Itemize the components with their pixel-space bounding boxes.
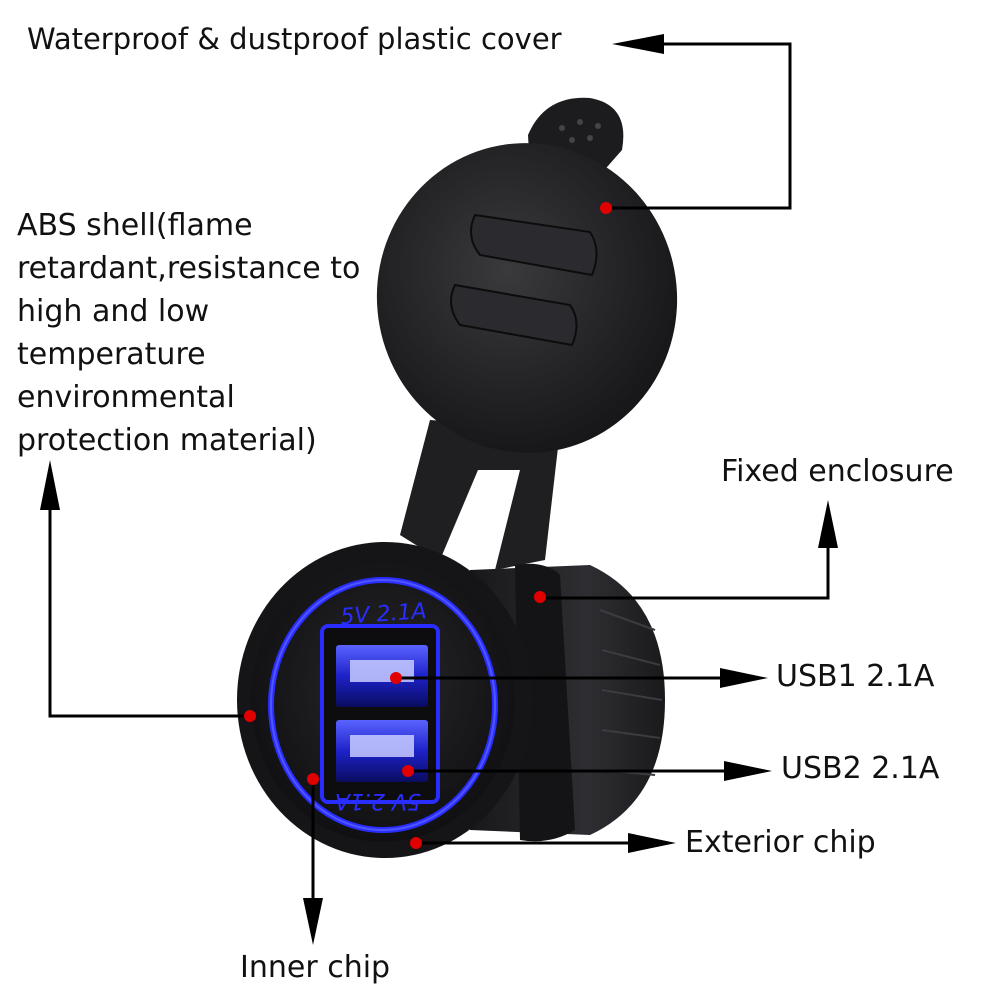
cover-strap: [400, 420, 560, 570]
marker-usb1: [390, 672, 402, 684]
label-waterproof-cover: Waterproof & dustproof plastic cover: [27, 22, 562, 56]
arrow-exterior: [628, 833, 676, 853]
label-exterior-chip: Exterior chip: [685, 825, 876, 860]
label-abs-line: high and low: [17, 294, 210, 329]
label-abs-line: protection material): [17, 423, 317, 458]
arrow-abs: [40, 460, 60, 510]
label-inner-chip: Inner chip: [240, 950, 391, 985]
label-abs-shell: ABS shell(flame retardant,resistance to …: [17, 204, 397, 462]
label-abs-line: temperature: [17, 337, 206, 372]
callout-lines: [40, 34, 838, 945]
arrow-usb1: [720, 668, 768, 688]
marker-enclosure: [534, 591, 546, 603]
label-abs-line: retardant,resistance to: [17, 251, 361, 286]
label-abs-line: environmental: [17, 380, 235, 415]
marker-abs: [244, 710, 256, 722]
callout-markers: [244, 202, 612, 849]
marker-usb2: [402, 765, 414, 777]
cover-plug-2: [450, 283, 578, 347]
arrow-enclosure: [818, 500, 838, 548]
cover-plug-1: [470, 213, 598, 277]
marker-cover: [600, 202, 612, 214]
marker-exterior: [410, 837, 422, 849]
ring-text-top: 5V 2.1A: [340, 599, 428, 630]
marker-inner: [307, 773, 319, 785]
arrow-inner: [303, 898, 323, 945]
label-abs-line: ABS shell(flame: [17, 208, 253, 243]
ring-text-bottom: 5V 2.1A: [335, 788, 421, 813]
label-fixed-enclosure: Fixed enclosure: [721, 454, 954, 489]
arrow-usb2: [724, 761, 772, 781]
label-usb2: USB2 2.1A: [781, 751, 940, 786]
label-usb1: USB1 2.1A: [776, 659, 935, 694]
arrow-cover: [612, 34, 664, 54]
